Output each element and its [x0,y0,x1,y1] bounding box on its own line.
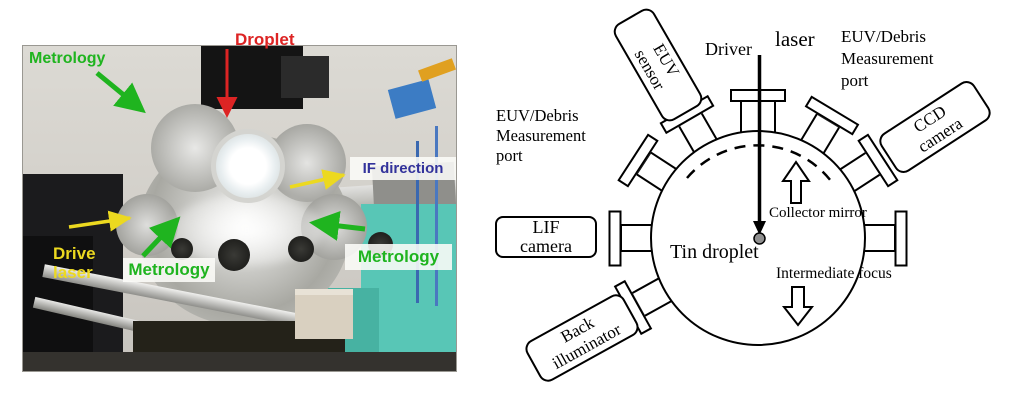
euv-debris-left-label: EUV/Debris Measurement port [496,106,586,166]
euv-debris-right-line2: Measurement [841,49,934,68]
metrology-right-arrow [309,211,366,241]
metrology-top-left-arrow [95,71,146,114]
photo-beige-box [295,289,353,339]
drive-laser-line1: Drive [53,244,96,263]
collector-mirror-label: Collector mirror [769,205,867,221]
droplet-label: Droplet [235,30,295,49]
photo-annotation-arrows [68,49,366,258]
photo-port-hole1 [218,239,250,271]
photo-droplet-opening [211,129,285,203]
photo-floor [23,352,456,371]
collector-mirror-up-arrow [781,160,811,204]
euv-debris-right-line3: port [841,71,869,90]
drive-laser-arrow [68,210,132,232]
lif-camera-line2: camera [520,236,572,256]
if-direction-arrow [289,169,346,190]
euv-debris-right-label: EUV/Debris Measurement port [841,26,934,92]
drive-laser-label: Drive laser [53,244,96,282]
metrology-right-band: Metrology [345,244,452,270]
photo-black-box-top2 [281,56,329,98]
lif-camera-line1: LIF [532,217,560,237]
driver-laser-beam-arrowhead [753,221,766,235]
intermediate-focus-label: Intermediate focus [776,265,892,282]
driver-label: Driver [705,39,752,59]
if-direction-label: IF direction [362,160,444,177]
drive-laser-line2: laser [53,263,93,282]
metrology-bottom-arrow [141,216,181,258]
lif-camera-box: LIF camera [495,216,597,258]
euv-debris-left-line1: EUV/Debris [496,106,579,125]
euv-debris-right-line1: EUV/Debris [841,27,926,46]
intermediate-focus-down-arrow [781,286,815,327]
lab-photo: Droplet Metrology IF direction Drive las… [22,30,457,372]
photo-blue-cable2 [435,126,438,306]
euv-debris-left-line2: Measurement [496,126,586,145]
tin-droplet-label: Tin droplet [670,241,759,263]
metrology-top-left-label: Metrology [29,50,106,67]
metrology-bottom-label: Metrology [128,260,210,279]
photo-blue-cable1 [416,141,419,303]
laser-label: laser [775,27,815,51]
metrology-right-label: Metrology [357,247,440,266]
if-direction-band: IF direction [350,157,456,180]
metrology-bottom-band: Metrology [123,258,215,282]
tin-droplet-dot [753,232,766,245]
euv-debris-left-line3: port [496,146,523,165]
